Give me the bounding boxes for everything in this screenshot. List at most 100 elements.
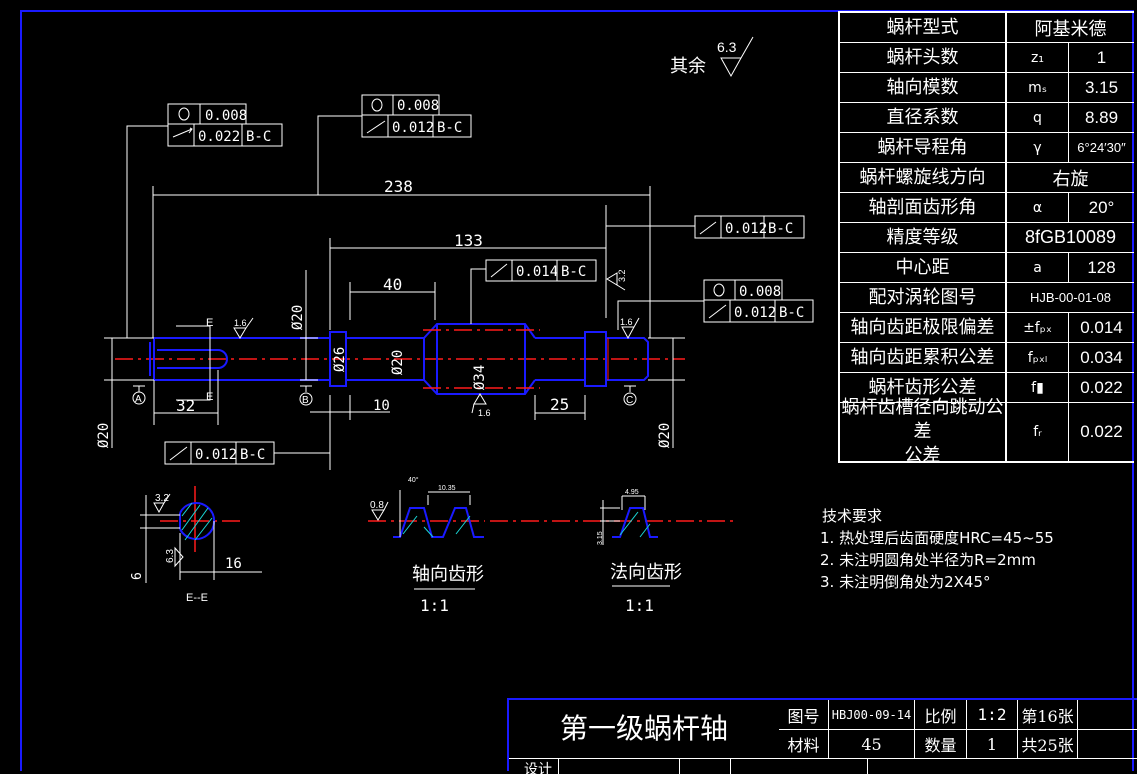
- svg-text:40°: 40°: [408, 476, 419, 484]
- svg-text:1:1: 1:1: [420, 596, 449, 615]
- svg-text:6: 6: [130, 572, 145, 580]
- scale-value: 1:2: [967, 700, 1018, 729]
- tech-req-item: 2. 未注明圆角处半径为R=2mm: [820, 551, 1036, 569]
- param-value: 0.034: [1080, 347, 1123, 367]
- dim-dia-34: Ø34: [472, 365, 488, 390]
- dim-dia-right: Ø20: [657, 423, 673, 448]
- cylindricity-icon: [371, 98, 383, 112]
- roughness-marks: 1.6 1.6 1.6 3.2: [233, 269, 640, 418]
- param-name: 轴剖面齿形角: [840, 193, 1007, 222]
- svg-text:B-C: B-C: [240, 447, 265, 463]
- runout-icon: [172, 127, 193, 138]
- runout-icon: [490, 263, 508, 278]
- tech-req-title: 技术要求: [822, 507, 883, 525]
- svg-text:0.014: 0.014: [516, 264, 558, 280]
- rest-roughness-label: 其余: [670, 56, 706, 77]
- gdt-frame-2: 0.008 0.012 B-C: [317, 94, 472, 195]
- param-symbol: α: [1007, 193, 1069, 222]
- dim-32: 32: [176, 396, 195, 415]
- section-label: E--E: [186, 592, 208, 604]
- drawing-border: [20, 10, 1134, 771]
- design-label: 设计: [509, 759, 559, 774]
- keyway: [157, 349, 228, 369]
- param-name: 精度等级: [840, 223, 1007, 252]
- param-symbol: q: [1007, 103, 1069, 132]
- gdt-frame-1: 0.008 0.022 B-C: [126, 103, 283, 338]
- param-value: 阿基米德: [1034, 18, 1107, 40]
- cylindricity-icon: [178, 107, 190, 121]
- runout-icon: [366, 120, 386, 134]
- datum-a: A: [132, 385, 146, 405]
- material-label: 材料: [779, 730, 829, 758]
- svg-text:0.008: 0.008: [397, 98, 439, 114]
- svg-text:4.95: 4.95: [625, 489, 639, 496]
- param-row: 蜗杆型式阿基米德: [840, 13, 1134, 43]
- param-name: 轴向齿距极限偏差: [840, 313, 1007, 342]
- param-symbol: fᵣ: [1007, 403, 1069, 461]
- param-name: 中心距: [840, 253, 1007, 282]
- svg-text:B-C: B-C: [768, 221, 793, 237]
- worm-shaft: [149, 323, 649, 395]
- section-mark-bottom: E: [206, 391, 213, 403]
- section-e-e: 3.2 6.3 16 6 E--E: [130, 486, 262, 604]
- gdt-frame-3: 0.012 B-C: [606, 215, 805, 239]
- param-name: 轴向齿距累积公差: [840, 343, 1007, 372]
- svg-text:3.2: 3.2: [155, 493, 169, 504]
- dim-dia-b: Ø20: [290, 305, 306, 330]
- svg-text:1.6: 1.6: [478, 408, 491, 418]
- datum-c: C: [623, 385, 637, 406]
- runout-icon: [708, 304, 727, 319]
- param-symbol: z₁: [1007, 43, 1069, 72]
- svg-text:0.012: 0.012: [195, 447, 237, 463]
- axial-tooth-profile: 10.35 40° 0.8 轴向齿形 1:1: [368, 476, 485, 615]
- svg-text:10.35: 10.35: [438, 485, 456, 492]
- scale-label: 比例: [915, 700, 967, 729]
- runout-icon: [699, 221, 717, 235]
- worm-thread-section: [423, 323, 536, 395]
- gdt-frame-4: 0.014 B-C: [470, 259, 597, 324]
- thread-pitch-lines: [423, 329, 609, 389]
- param-name: 配对涡轮图号: [840, 283, 1007, 312]
- sheet-number: 第16张: [1018, 700, 1078, 729]
- svg-text:B: B: [302, 395, 309, 406]
- param-name: 直径系数: [840, 103, 1007, 132]
- param-row: 蜗杆螺旋线方向右旋: [840, 163, 1134, 193]
- datum-b: B: [299, 385, 313, 406]
- param-value: 0.022: [1080, 422, 1123, 441]
- param-value: 0.014: [1080, 317, 1123, 337]
- param-name: 蜗杆齿形公差: [840, 373, 1007, 402]
- param-value: 6°24′30″: [1077, 140, 1126, 155]
- svg-text:轴向齿形: 轴向齿形: [412, 564, 484, 585]
- tech-req-item: 1. 热处理后齿面硬度HRC=45~55: [820, 529, 1054, 547]
- gdt-frame-5: 0.008 0.012 B-C: [617, 279, 814, 330]
- tech-req-item: 3. 未注明倒角处为2X45°: [820, 573, 991, 591]
- svg-text:B-C: B-C: [246, 129, 271, 145]
- gdt-frame-6: 0.012 B-C: [164, 441, 330, 465]
- param-name: 蜗杆齿槽径向跳动公差公差: [840, 397, 1007, 466]
- param-value: 8.89: [1084, 107, 1119, 127]
- svg-text:1.6: 1.6: [234, 318, 247, 328]
- param-symbol: γ: [1007, 133, 1069, 162]
- param-value: 1: [1096, 47, 1107, 67]
- drawing-no: HBJ00-09-14: [829, 700, 915, 729]
- svg-text:C: C: [626, 395, 633, 406]
- svg-text:0.008: 0.008: [205, 108, 247, 124]
- svg-text:3.2: 3.2: [617, 269, 627, 282]
- dimension-lines: [104, 186, 685, 470]
- dim-dia-20-mid: Ø20: [390, 350, 406, 375]
- quantity-label: 数量: [915, 730, 967, 758]
- svg-text:法向齿形: 法向齿形: [610, 562, 682, 583]
- svg-text:3.15: 3.15: [597, 531, 604, 545]
- param-name: 蜗杆螺旋线方向: [840, 163, 1007, 192]
- param-value: 128: [1087, 257, 1116, 277]
- cylindricity-icon: [713, 283, 725, 297]
- svg-text:B-C: B-C: [779, 305, 804, 321]
- dim-133: 133: [454, 231, 483, 250]
- param-symbol: a: [1007, 253, 1069, 282]
- section-mark-top: E: [206, 317, 213, 329]
